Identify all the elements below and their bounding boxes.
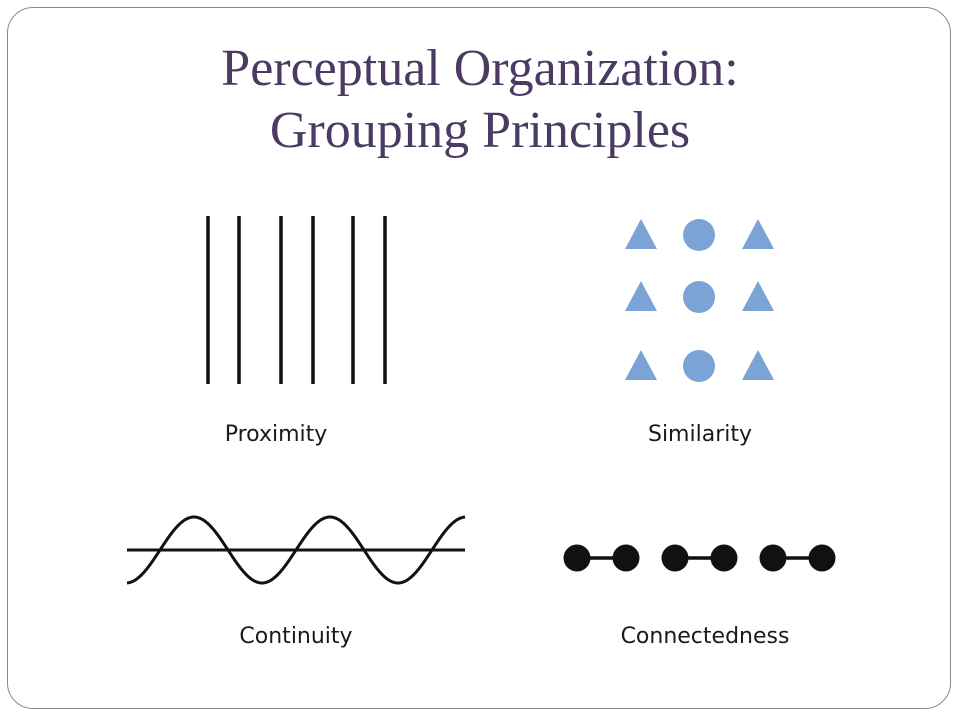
connectedness-label: Connectedness [620, 624, 790, 649]
title-line-2: Grouping Principles [269, 102, 691, 159]
slide-title: Perceptual Organization: Grouping Princi… [0, 38, 960, 162]
proximity-label: Proximity [224, 422, 328, 447]
slide-frame [7, 7, 951, 709]
similarity-label: Similarity [647, 422, 753, 447]
title-line-1: Perceptual Organization: [221, 40, 739, 97]
continuity-label: Continuity [239, 624, 353, 649]
